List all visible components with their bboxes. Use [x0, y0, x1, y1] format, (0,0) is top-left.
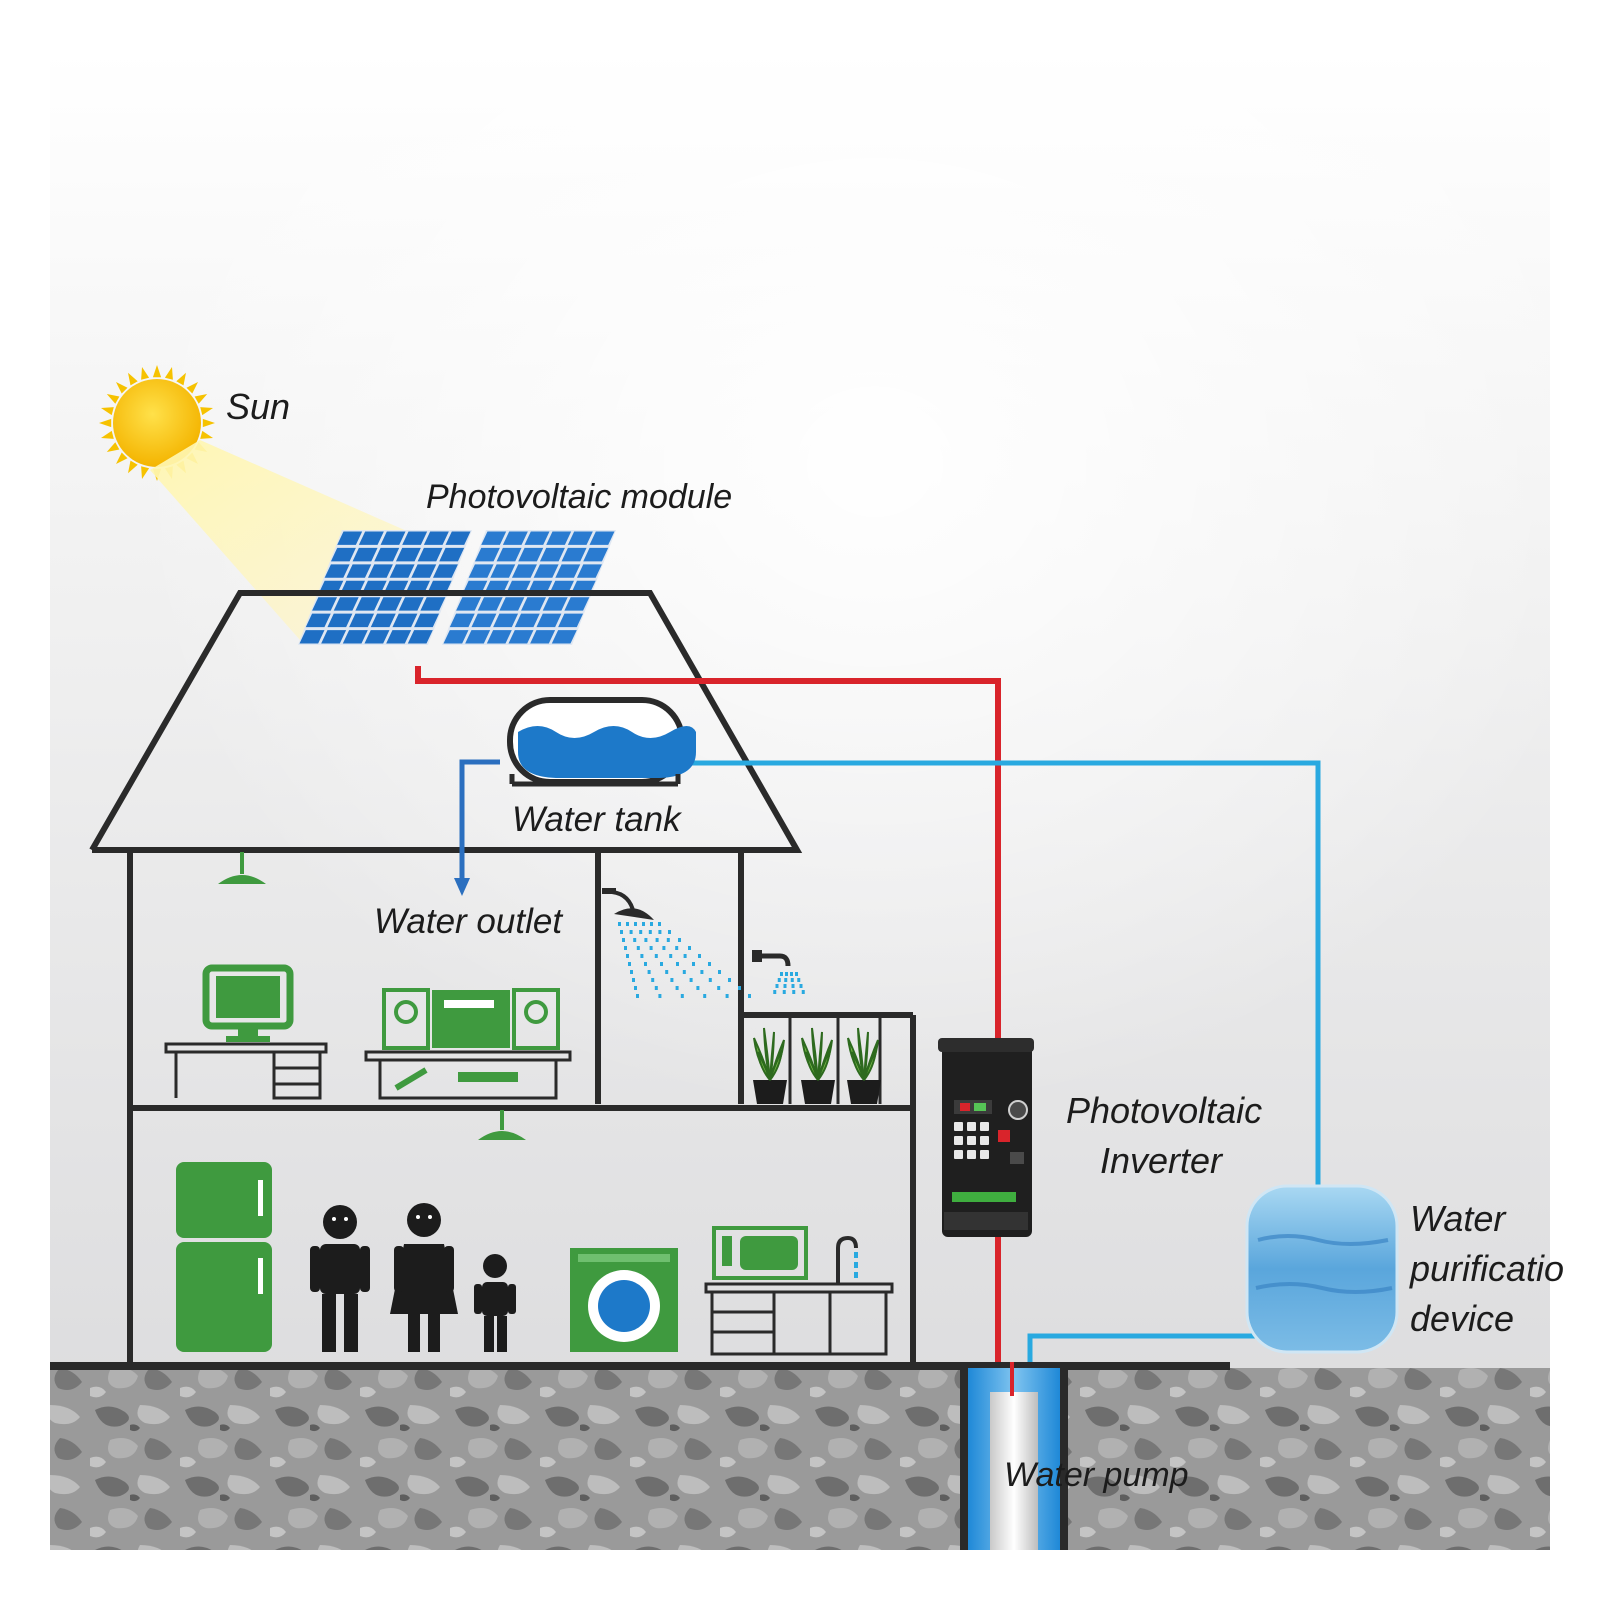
kitchen-counter — [704, 1235, 894, 1356]
water-line-to-purifier — [1027, 1333, 1260, 1362]
water-tank-icon — [507, 697, 696, 787]
label-inverter-line1: Photovoltaic — [1066, 1090, 1263, 1131]
label-water-tank: Water tank — [512, 800, 681, 839]
microwave-icon — [712, 1226, 808, 1280]
washing-machine-icon — [570, 1248, 678, 1352]
monitor-icon — [202, 964, 294, 1042]
fridge-icon — [176, 1162, 272, 1352]
label-purifier-line1: Water — [1410, 1198, 1506, 1239]
desk — [164, 1042, 328, 1100]
label-purifier-line2: purificatio — [1410, 1248, 1565, 1289]
label-photovoltaic-module: Photovoltaic module — [426, 478, 733, 516]
solar-panel-icon — [298, 530, 616, 645]
lamp-icon — [218, 852, 526, 1140]
house-outline — [89, 590, 916, 1362]
plant-icon — [753, 1027, 881, 1104]
ground — [50, 1368, 1550, 1550]
stereo-icon — [364, 988, 572, 1100]
faucet-icon — [752, 950, 805, 994]
power-line — [415, 666, 1001, 1362]
purifier-icon — [1245, 1184, 1399, 1354]
water-outlet-arrow — [454, 759, 500, 896]
inverter-icon — [938, 1038, 1034, 1237]
label-inverter-line2: Inverter — [1100, 1140, 1223, 1181]
label-water-outlet: Water outlet — [374, 902, 563, 941]
pump-icon — [960, 1362, 1068, 1550]
water-line-to-tank — [686, 760, 1321, 1190]
label-purifier-line3: device — [1410, 1298, 1515, 1339]
label-water-pump: Water pump — [1004, 1456, 1189, 1494]
family-icon — [310, 1203, 516, 1352]
label-sun: Sun — [226, 386, 291, 427]
shower-icon — [602, 888, 751, 998]
